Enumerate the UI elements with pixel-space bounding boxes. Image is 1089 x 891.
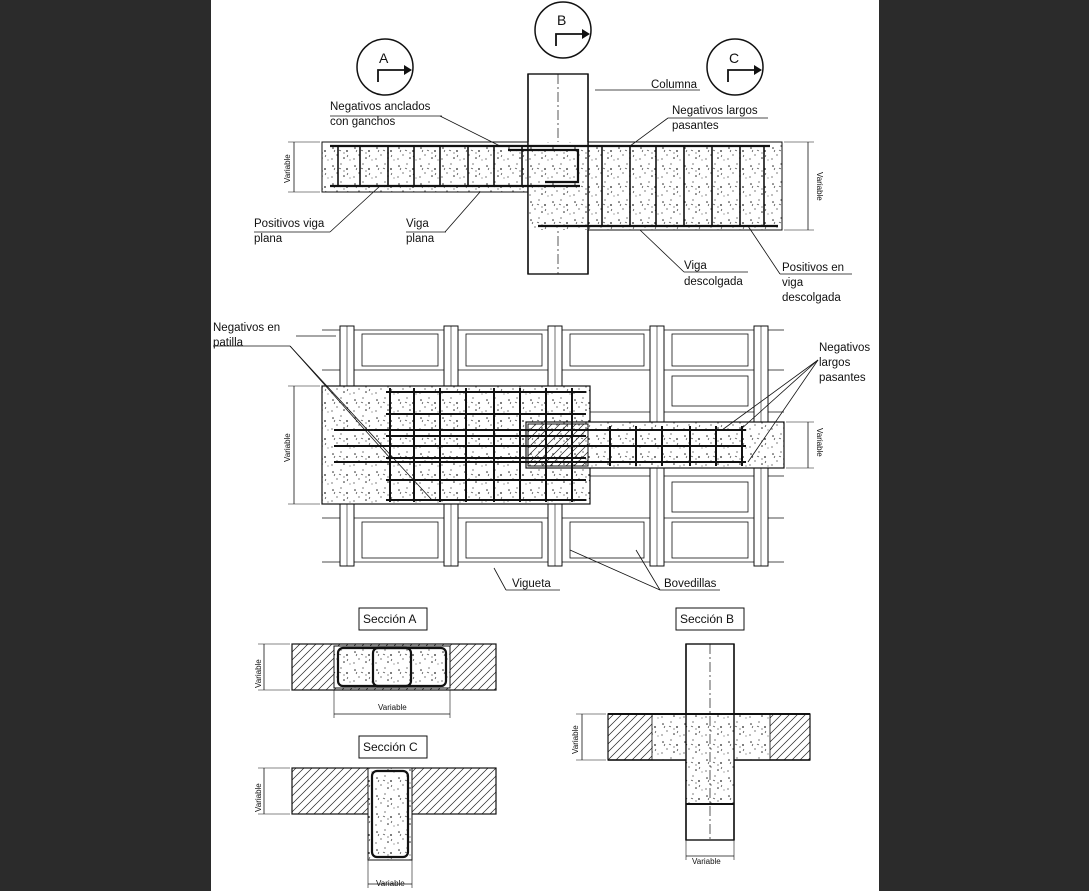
label-viga-plana-2: plana [406,233,435,245]
section-c-title: Sección C [363,740,418,754]
section-marker-a [356,38,414,96]
dim-variable-9: Variable [692,857,721,866]
dim-variable-7: Variable [376,879,405,888]
label-pos-desc-2: viga [782,277,804,289]
label-neg-largos-b3: pasantes [819,372,866,384]
dim-variable-2: Variable [815,172,824,201]
section-a-title: Sección A [363,612,416,626]
label-neg-largos-b2: largos [819,357,851,369]
section-a-drawing [258,607,497,718]
label-viga-desc-2: descolgada [684,276,743,288]
label-neg-anclados-1: Negativos anclados [330,101,431,113]
section-marker-b [534,1,592,59]
label-pos-viga-1: Positivos viga [254,218,325,230]
label-neg-largos-b1: Negativos [819,342,870,354]
label-columna: Columna [651,79,698,91]
label-viga-desc-1: Viga [684,260,707,272]
dim-variable-3: Variable [283,433,292,462]
label-neg-anclados-2: con ganchos [330,116,395,128]
section-c-drawing [258,735,497,888]
label-pos-viga-2: plana [254,233,283,245]
dim-variable-8: Variable [254,783,263,812]
dim-variable-5: Variable [378,703,407,712]
section-marker-c [706,38,764,96]
flat-beam [321,141,533,193]
marker-c-label: C [729,50,739,66]
marker-a-label: A [379,50,389,66]
elevation-view [254,73,852,275]
dim-variable-1: Variable [283,154,292,183]
label-pos-desc-1: Positivos en [782,262,844,274]
plan-view [213,325,819,591]
label-bovedillas: Bovedillas [664,578,717,590]
label-vigueta: Vigueta [512,578,551,590]
dim-variable-6: Variable [254,659,263,688]
section-b-drawing [576,607,811,860]
label-neg-largos-1: Negativos largos [672,105,758,117]
label-neg-patilla-2: patilla [213,337,244,349]
label-neg-largos-2: pasantes [672,120,719,132]
label-viga-plana-1: Viga [406,218,429,230]
dim-variable-4: Variable [815,428,824,457]
dim-variable-10: Variable [571,725,580,754]
label-neg-patilla-1: Negativos en [213,322,280,334]
label-pos-desc-3: descolgada [782,292,841,304]
marker-b-label: B [557,12,566,28]
section-b-title: Sección B [680,612,734,626]
